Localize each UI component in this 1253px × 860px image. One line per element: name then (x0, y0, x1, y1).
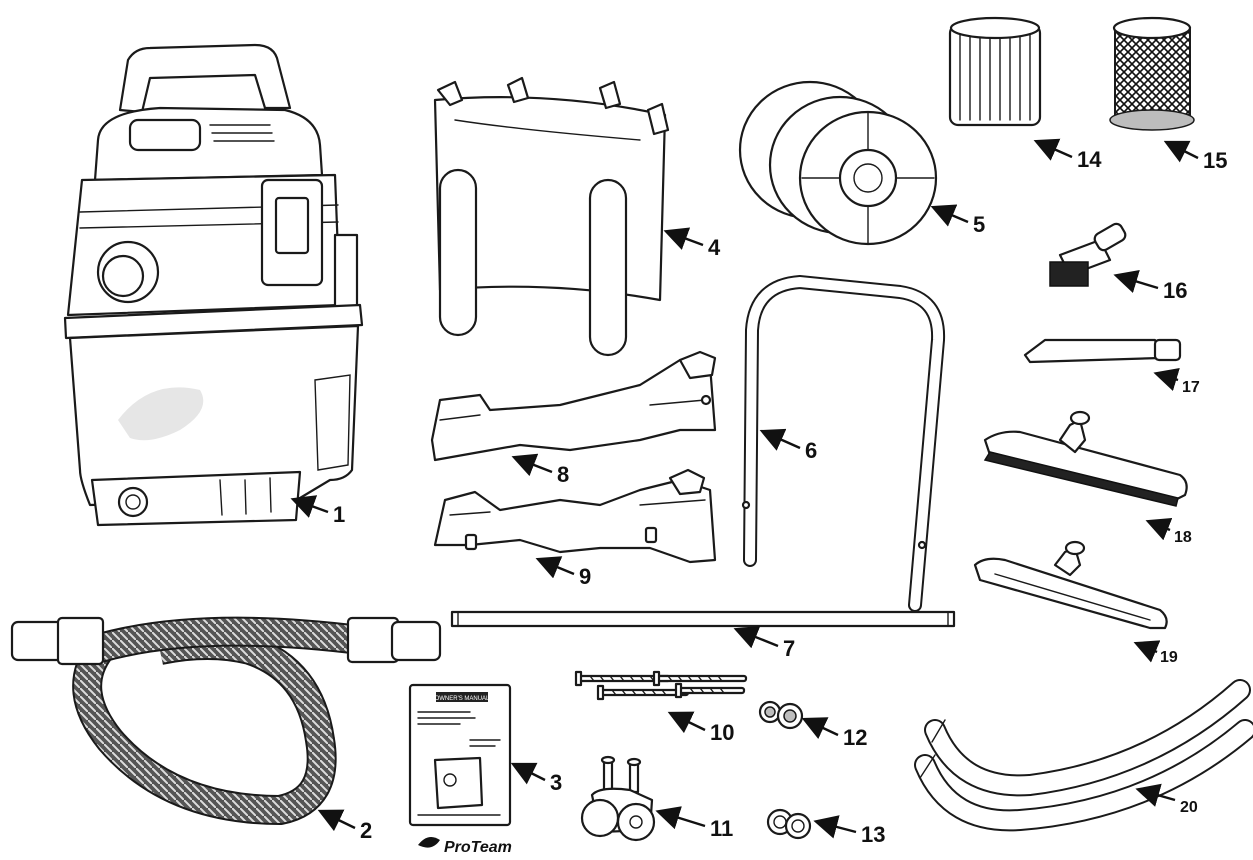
part-label-1: 1 (333, 502, 345, 527)
part-label-18: 18 (1174, 529, 1192, 546)
vacuum-canister-part-1 (63, 43, 364, 527)
bracket-part-8 (430, 350, 717, 462)
part-label-13: 13 (861, 822, 885, 847)
part-label-7: 7 (783, 636, 795, 661)
part-label-8: 8 (557, 462, 569, 487)
part-label-5: 5 (973, 212, 985, 237)
grommets-part-12 (758, 700, 804, 730)
part-label-10: 10 (710, 720, 734, 745)
part-label-3: 3 (550, 770, 562, 795)
bar-part-7 (450, 610, 956, 628)
foam-filter-part-15 (1109, 16, 1195, 131)
dusting-brush-part-16 (1049, 222, 1127, 287)
part-label-16: 16 (1163, 278, 1187, 303)
crevice-tool-part-17 (1023, 338, 1182, 364)
part-label-17: 17 (1182, 379, 1200, 396)
part-label-12: 12 (843, 725, 867, 750)
pleated-filter-part-14 (948, 16, 1042, 127)
part-number-labels: 1 2 3 4 5 6 7 8 9 10 11 12 13 14 15 16 1… (333, 147, 1227, 847)
part-label-9: 9 (579, 564, 591, 589)
part-label-6: 6 (805, 438, 817, 463)
part-label-20: 20 (1180, 799, 1198, 816)
part-label-19: 19 (1160, 649, 1178, 666)
bracket-part-9 (433, 468, 717, 564)
bag-frame-part-4 (433, 76, 670, 357)
part-label-4: 4 (708, 235, 721, 260)
owners-manual-part-3: OWNER'S MANUAL ProTeam (408, 683, 512, 856)
leader-arrows (290, 138, 1199, 839)
part-label-11: 11 (710, 816, 733, 841)
wands-part-20 (914, 679, 1253, 832)
part-label-15: 15 (1203, 148, 1227, 173)
manual-header: OWNER'S MANUAL (435, 696, 490, 702)
casters-part-11 (580, 755, 656, 842)
floor-tool-part-18 (983, 410, 1188, 507)
hose-part-2 (10, 616, 442, 826)
screws-part-10 (574, 670, 748, 701)
manual-brand-logo: ProTeam (444, 839, 512, 856)
wheels-part-5 (738, 80, 938, 246)
handle-part-6 (741, 274, 946, 612)
part-label-14: 14 (1077, 147, 1102, 172)
floor-tool-part-19 (973, 540, 1168, 630)
part-label-2: 2 (360, 818, 372, 843)
clips-part-13 (766, 808, 812, 840)
